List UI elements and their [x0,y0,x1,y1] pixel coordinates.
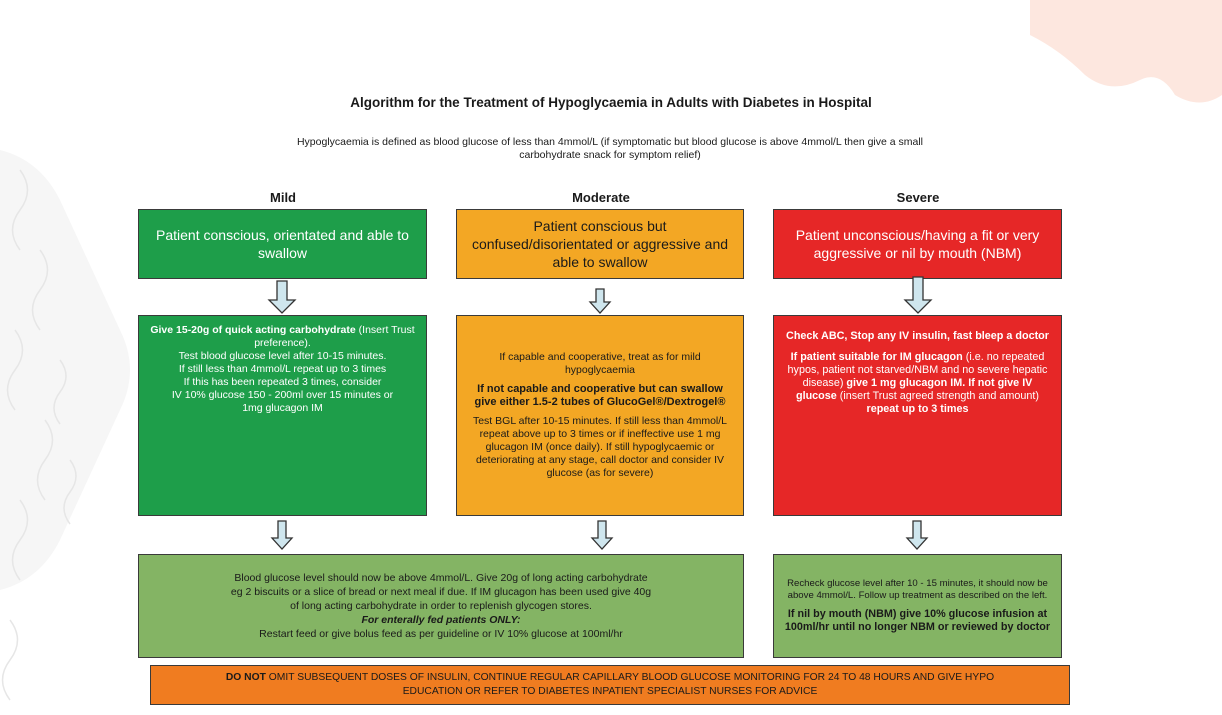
severe-follow-up-text: Recheck glucose level after 10 - 15 minu… [787,577,1048,602]
down-arrow-icon [267,280,297,314]
moderate-condition-box: Patient conscious but confused/disorient… [456,209,744,279]
moderate-treatment-detail: Test BGL after 10-15 minutes. If still l… [472,415,728,479]
do-not-label: DO NOT [225,672,266,683]
mild-condition-box: Patient conscious, orientated and able t… [138,209,427,279]
mild-treatment-line: 1mg glucagon IM [242,402,323,414]
nbm-instruction: If nil by mouth (NBM) give 10% glucose i… [784,607,1051,634]
follow-up-line: Blood glucose level should now be above … [234,572,648,584]
moderate-heading: Moderate [572,190,630,205]
mild-heading: Mild [270,190,296,205]
severe-condition-box: Patient unconscious/having a fit or very… [773,209,1062,279]
severe-iv-note: (insert Trust agreed strength and amount… [836,390,1040,402]
severe-follow-up-box: Recheck glucose level after 10 - 15 minu… [773,554,1062,658]
severe-repeat-bold: repeat up to 3 times [866,403,969,415]
down-arrow-icon [903,276,933,314]
footer-text-1: OMIT SUBSEQUENT DOSES OF INSULIN, CONTIN… [265,672,995,683]
moderate-condition-text: Patient conscious but confused/disorient… [471,218,729,270]
definition-line-1: Hypoglycaemia is defined as blood glucos… [296,136,924,148]
do-not-omit-banner: DO NOT OMIT SUBSEQUENT DOSES OF INSULIN,… [150,665,1070,705]
page-title: Algorithm for the Treatment of Hypoglyca… [350,95,872,110]
follow-up-line: of long acting carbohydrate in order to … [290,600,592,612]
severe-condition-text: Patient unconscious/having a fit or very… [795,227,1040,261]
severe-glucagon-dose: give 1 mg glucagon IM. If not give IV gl… [795,377,1033,402]
moderate-treatment-intro: If capable and cooperative, treat as for… [499,351,701,376]
follow-up-line: eg 2 biscuits or a slice of bread or nex… [230,586,652,598]
severe-glucagon-bold: If patient suitable for IM glucagon [790,351,963,363]
mild-treatment-line: Test blood glucose level after 10-15 min… [178,350,387,362]
severe-heading: Severe [896,190,940,205]
mild-treatment-note: (Insert Trust preference). [254,324,415,349]
hypoglycaemia-definition: Hypoglycaemia is defined as blood glucos… [160,136,1060,162]
down-arrow-icon [905,520,929,550]
down-arrow-icon [590,520,614,550]
moderate-treatment-bold: If not capable and cooperative but can s… [474,383,726,408]
mild-condition-text: Patient conscious, orientated and able t… [156,227,409,261]
severe-treatment-bold: Check ABC, Stop any IV insulin, fast ble… [786,330,1049,342]
severe-glucagon-note: (i.e. no repeated hypos, patient not sta… [787,351,1048,389]
down-arrow-icon [270,520,294,550]
definition-line-2: carbohydrate snack for symptom relief) [519,149,701,161]
mild-treatment-line: If this has been repeated 3 times, consi… [183,376,382,388]
enteral-text: Restart feed or give bolus feed as per g… [259,628,623,640]
mild-treatment-line: If still less than 4mmol/L repeat up to … [178,363,387,375]
mild-treatment-bold: Give 15-20g of quick acting carbohydrate [150,324,356,336]
down-arrow-icon [588,288,612,314]
moderate-treatment-box: If capable and cooperative, treat as for… [456,315,744,516]
mild-treatment-line: IV 10% glucose 150 - 200ml over 15 minut… [171,389,394,401]
mild-treatment-box: Give 15-20g of quick acting carbohydrate… [138,315,427,516]
follow-up-box: Blood glucose level should now be above … [138,554,744,658]
footer-text-2: EDUCATION OR REFER TO DIABETES INPATIENT… [402,686,818,697]
enteral-heading: For enterally fed patients ONLY: [361,614,521,626]
severe-treatment-box: Check ABC, Stop any IV insulin, fast ble… [773,315,1062,516]
